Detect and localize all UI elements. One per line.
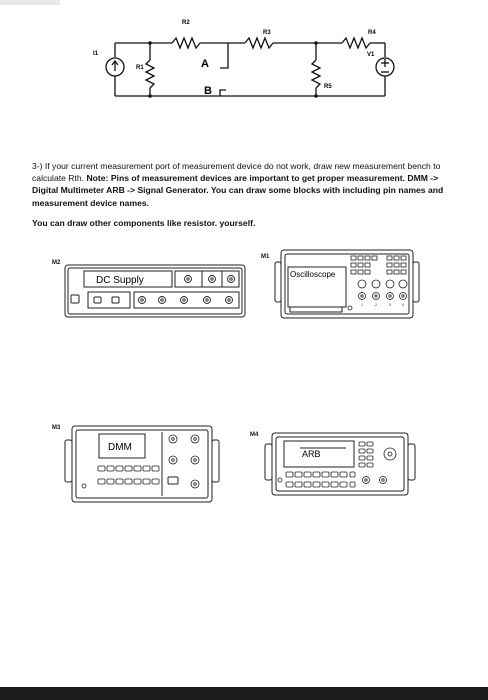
label-v1: V1 bbox=[367, 52, 375, 58]
arb-label: ARB bbox=[302, 449, 321, 459]
arb-device: ARB bbox=[264, 432, 416, 496]
label-r2: R2 bbox=[182, 20, 190, 26]
circuit-diagram: I1 R1 R2 R3 R4 R5 V1 A B bbox=[93, 20, 395, 98]
m4-tag: M4 bbox=[250, 432, 259, 438]
oscilloscope-device: 1 2 3 4 Oscilloscope bbox=[274, 249, 420, 319]
m2-tag: M2 bbox=[52, 260, 61, 266]
label-r1: R1 bbox=[136, 65, 144, 71]
oscilloscope-label: Oscilloscope bbox=[290, 270, 336, 279]
svg-text:2: 2 bbox=[375, 303, 377, 307]
note-text: Pins of measurement devices are importan… bbox=[32, 173, 444, 208]
svg-text:3: 3 bbox=[389, 303, 391, 307]
label-i1: I1 bbox=[93, 51, 99, 57]
svg-text:1: 1 bbox=[361, 303, 363, 307]
top-strip bbox=[0, 0, 60, 5]
svg-text:4: 4 bbox=[402, 303, 404, 307]
label-r5: R5 bbox=[324, 84, 332, 90]
dmm-label: DMM bbox=[108, 442, 132, 453]
dc-supply-label: DC Supply bbox=[96, 275, 144, 286]
label-r3: R3 bbox=[263, 30, 271, 36]
dmm-device: DMM bbox=[64, 425, 220, 503]
label-a: A bbox=[201, 58, 209, 70]
m1-tag: M1 bbox=[261, 254, 270, 260]
top-edge bbox=[0, 0, 488, 8]
dc-supply-device: DC Supply bbox=[64, 264, 246, 318]
question-intro: 3-) If your current measurement port of … bbox=[32, 161, 441, 184]
m3-tag: M3 bbox=[52, 425, 61, 431]
extra-instruction: You can draw other components like resis… bbox=[32, 218, 256, 228]
label-r4: R4 bbox=[368, 30, 376, 36]
label-b: B bbox=[204, 85, 212, 97]
note-label: Note: bbox=[86, 173, 109, 184]
bottom-bar bbox=[0, 687, 488, 700]
question-text: 3-) If your current measurement port of … bbox=[32, 160, 462, 209]
